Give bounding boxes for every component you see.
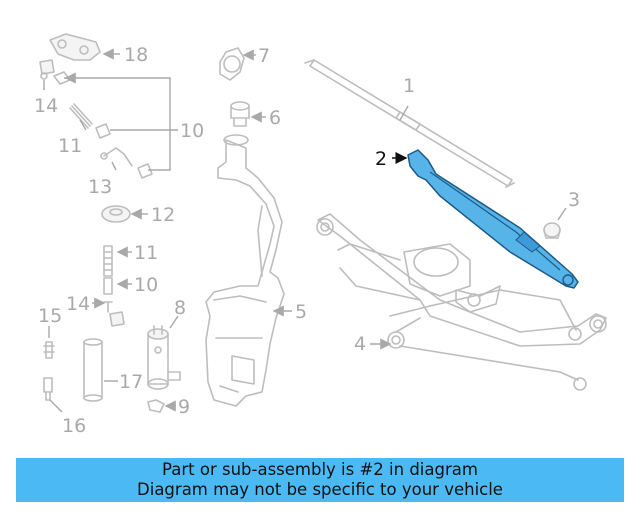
washer-hose-set-part <box>53 71 153 179</box>
callout-6: 6 <box>269 107 281 129</box>
callout-14a: 14 <box>34 95 58 117</box>
callout-13: 13 <box>88 176 112 198</box>
pump-grommet-part <box>147 399 165 413</box>
callout-9: 9 <box>178 396 190 418</box>
grommet-part <box>101 205 131 223</box>
callout-14b: 14 <box>66 293 90 315</box>
fitting-part-16 <box>43 377 53 401</box>
nozzle-part-lower <box>103 245 113 277</box>
callout-10b: 10 <box>134 274 158 296</box>
callout-3: 3 <box>568 189 580 211</box>
washer-pump-part <box>147 325 181 390</box>
filler-cap-part <box>219 47 245 81</box>
callout-18: 18 <box>124 44 148 66</box>
callout-10a: 10 <box>180 120 204 142</box>
hose-part-17 <box>83 338 103 402</box>
banner-line-1: Part or sub-assembly is #2 in diagram <box>162 460 478 479</box>
leader-1 <box>399 105 409 121</box>
wiper-blade-part <box>304 59 515 188</box>
fitting-part-15 <box>43 341 55 359</box>
callout-11b: 11 <box>134 242 158 264</box>
callout-1: 1 <box>403 75 415 97</box>
wiper-linkage-part <box>316 213 607 391</box>
callout-2: 2 <box>375 148 387 170</box>
connector-part-upper <box>39 59 55 80</box>
filler-seal-part <box>230 101 250 127</box>
callout-7: 7 <box>258 45 270 67</box>
callout-15: 15 <box>38 305 62 327</box>
connector-part-lower <box>103 301 125 327</box>
nozzle-housing-part <box>49 33 101 61</box>
parts-diagram: 1 2 3 4 5 <box>34 33 607 437</box>
banner-line-2: Diagram may not be specific to your vehi… <box>137 480 503 499</box>
callout-12: 12 <box>151 204 175 226</box>
nut-cap-part <box>543 222 561 239</box>
callout-16: 16 <box>62 415 86 437</box>
washer-reservoir-part <box>205 134 285 407</box>
info-banner: Part or sub-assembly is #2 in diagram Di… <box>16 458 624 502</box>
callout-8: 8 <box>174 297 186 319</box>
hose-connector-part-lower <box>103 277 113 295</box>
callout-11a: 11 <box>58 135 82 157</box>
wiper-arm-part[interactable] <box>407 149 579 289</box>
callout-5: 5 <box>295 301 307 323</box>
callout-17: 17 <box>119 371 143 393</box>
callout-4: 4 <box>354 333 366 355</box>
